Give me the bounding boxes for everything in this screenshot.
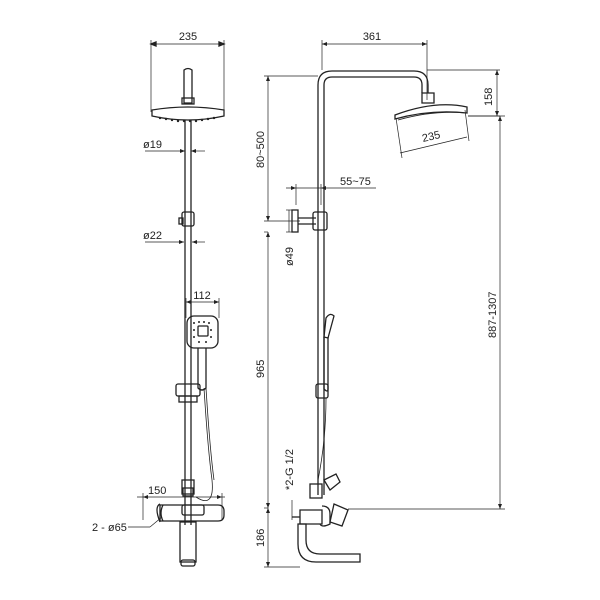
- hand-shower-nozzles: [193, 321, 212, 343]
- label-hand-shower-width: 112: [193, 290, 211, 302]
- label-bottom-height: 186: [255, 529, 267, 547]
- label-pipe-dia-lower: ø22: [143, 230, 162, 242]
- hand-shower-head: [186, 315, 219, 349]
- label-riser-height: 965: [255, 360, 267, 378]
- label-spout-width: 150: [148, 485, 166, 497]
- label-inlet-thread: *2-G 1/2: [284, 449, 296, 490]
- label-wall-offset: 55~75: [340, 176, 371, 188]
- label-side-head-width: 235: [421, 129, 442, 145]
- label-pipe-dia-upper: ø19: [143, 139, 162, 151]
- mixer-body-front: [159, 504, 225, 522]
- front-view: 235 ø19 ø22 112: [92, 31, 226, 567]
- side-shower-head: [394, 104, 468, 120]
- mixer-body-side: [299, 509, 323, 525]
- wall-bracket: [291, 209, 299, 233]
- front-shower-head: [151, 106, 225, 121]
- side-view: 361 158 235 80~500 55~75: [255, 31, 505, 568]
- spout-side: [297, 523, 361, 563]
- side-hand-shower: [323, 313, 335, 339]
- label-total-height: 887-1307: [487, 292, 499, 339]
- label-riser-adjust: 80~500: [255, 131, 267, 168]
- label-head-height: 158: [483, 88, 495, 106]
- label-flange-dia: 2 - ø65: [92, 522, 127, 534]
- label-front-head-width: 235: [179, 31, 197, 43]
- label-side-arm-length: 361: [363, 31, 381, 43]
- label-bracket-dia: ø49: [284, 247, 296, 266]
